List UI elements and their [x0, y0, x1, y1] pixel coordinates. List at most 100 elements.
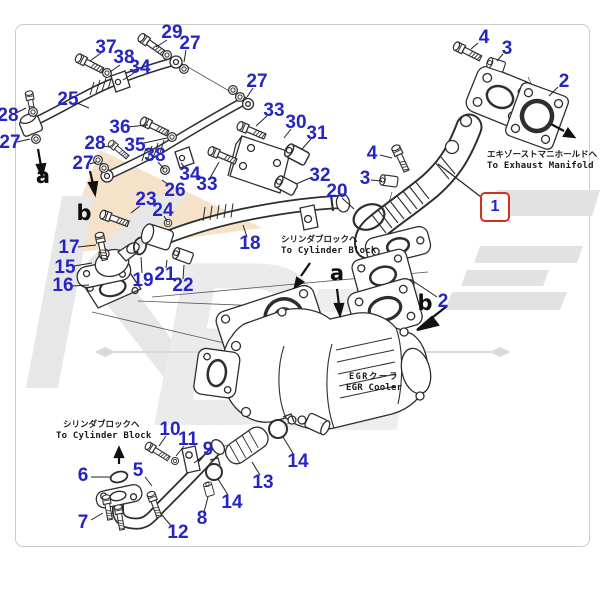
part-label-27[interactable]: 27	[246, 71, 268, 92]
part-label-30[interactable]: 30	[285, 112, 307, 133]
annotation-jp: EGRクーラ	[349, 372, 399, 382]
view-marker-a: a	[329, 261, 345, 285]
part-label-25[interactable]: 25	[57, 89, 79, 110]
exhaust-inlet-pipe-group	[351, 40, 570, 304]
diagram-frame	[15, 24, 590, 547]
part-label-26[interactable]: 26	[164, 180, 186, 201]
part-label-11[interactable]: 11	[177, 429, 199, 450]
view-marker-b: b	[76, 201, 92, 225]
bushing-32	[272, 173, 299, 197]
annotation-en: EGR Cooler	[346, 383, 403, 393]
part-label-2[interactable]: 2	[437, 291, 449, 312]
washer-27	[92, 154, 104, 166]
part-label-19[interactable]: 19	[132, 270, 154, 291]
egr-pipe-18	[140, 193, 351, 251]
hose-13	[224, 426, 269, 465]
washer-27	[27, 106, 39, 118]
annotation-jp: シリンダブロックへ	[63, 420, 140, 430]
highlighted-part-number: 1	[490, 198, 500, 215]
washer-35	[166, 131, 178, 143]
part-label-22[interactable]: 22	[172, 275, 194, 296]
washer-38	[101, 67, 113, 79]
part-label-3[interactable]: 3	[359, 168, 371, 189]
part-label-38[interactable]: 38	[144, 145, 166, 166]
view-marker-b: b	[417, 291, 433, 315]
part-label-36[interactable]: 36	[109, 117, 131, 138]
spacer-8	[202, 480, 216, 498]
part-label-37[interactable]: 37	[95, 37, 117, 58]
pipe-bracket	[299, 204, 319, 231]
part-label-7[interactable]: 7	[77, 512, 89, 533]
part-label-4[interactable]: 4	[478, 27, 490, 48]
leader-lines	[13, 39, 559, 528]
highlighted-part-label-1[interactable]: 1	[480, 192, 510, 222]
watermark-letter-e	[445, 190, 600, 310]
clamp-14	[268, 419, 288, 439]
annotation-to-cylinder-block-lower: シリンダブロックへ To Cylinder Block	[56, 420, 152, 442]
part-label-34[interactable]: 34	[129, 57, 151, 78]
part-label-28[interactable]: 28	[0, 105, 19, 126]
part-label-38[interactable]: 38	[113, 47, 135, 68]
part-label-27[interactable]: 27	[179, 33, 201, 54]
part-label-35[interactable]: 35	[124, 135, 146, 156]
washer-27	[227, 84, 239, 96]
part-label-27[interactable]: 27	[0, 132, 21, 153]
annotation-jp: エキゾーストマニホールドへ	[487, 150, 598, 160]
part-label-8[interactable]: 8	[196, 508, 208, 529]
annotation-jp: シリンダブロックへ	[281, 235, 358, 245]
part-label-4[interactable]: 4	[366, 143, 378, 164]
part-label-6[interactable]: 6	[77, 465, 89, 486]
part-label-33[interactable]: 33	[263, 100, 285, 121]
washer-27	[234, 91, 246, 103]
part-label-34[interactable]: 34	[179, 164, 201, 185]
part-label-32[interactable]: 32	[309, 165, 331, 186]
part-label-14[interactable]: 14	[221, 492, 243, 513]
part-label-12[interactable]: 12	[167, 522, 189, 543]
part-label-21[interactable]: 21	[154, 264, 176, 285]
annotation-en: To Cylinder Block	[281, 246, 377, 256]
part-label-23[interactable]: 23	[135, 189, 157, 210]
o-ring-20	[352, 203, 386, 231]
part-label-5[interactable]: 5	[132, 460, 144, 481]
part-label-20[interactable]: 20	[326, 181, 348, 202]
part-label-15[interactable]: 15	[54, 257, 76, 278]
part-label-9[interactable]: 9	[202, 439, 214, 460]
annotation-to-cylinder-block-upper: シリンダブロックへ To Cylinder Block	[281, 235, 377, 257]
cooler-nipple	[304, 412, 331, 436]
part-label-24[interactable]: 24	[152, 200, 174, 221]
part-label-29[interactable]: 29	[161, 22, 183, 43]
part-label-16[interactable]: 16	[52, 275, 74, 296]
oil-pipe-group	[18, 31, 255, 183]
view-marker-a: a	[35, 164, 51, 188]
bracket-30-group	[206, 120, 311, 197]
part-label-13[interactable]: 13	[252, 472, 274, 493]
part-label-18[interactable]: 18	[239, 233, 261, 254]
clamp-14	[205, 463, 223, 481]
part-label-3[interactable]: 3	[501, 38, 513, 59]
o-ring-6	[109, 470, 129, 484]
cooler-ribs	[335, 337, 397, 399]
part-label-31[interactable]: 31	[306, 123, 328, 144]
part-label-2[interactable]: 2	[558, 71, 570, 92]
annotation-en: To Cylinder Block	[56, 431, 152, 441]
gasket-2	[504, 82, 570, 150]
annotation-en: To Exhaust Manifold	[487, 161, 594, 171]
direction-arrows	[35, 123, 577, 464]
part-label-17[interactable]: 17	[58, 237, 80, 258]
highlight-leader	[437, 163, 482, 198]
part-label-10[interactable]: 10	[159, 419, 181, 440]
part-label-14[interactable]: 14	[287, 451, 309, 472]
washer-27	[98, 162, 110, 174]
annotation-egr-cooler: EGRクーラ EGR Cooler	[346, 372, 402, 394]
part-label-27[interactable]: 27	[72, 153, 94, 174]
part-label-33[interactable]: 33	[196, 174, 218, 195]
bolt-4	[390, 143, 412, 174]
washer-27	[178, 63, 190, 75]
washer-27	[30, 133, 42, 145]
part-label-28[interactable]: 28	[84, 133, 106, 154]
washer-11	[170, 456, 180, 466]
annotation-to-exhaust-manifold: エキゾーストマニホールドへ To Exhaust Manifold	[487, 150, 597, 172]
